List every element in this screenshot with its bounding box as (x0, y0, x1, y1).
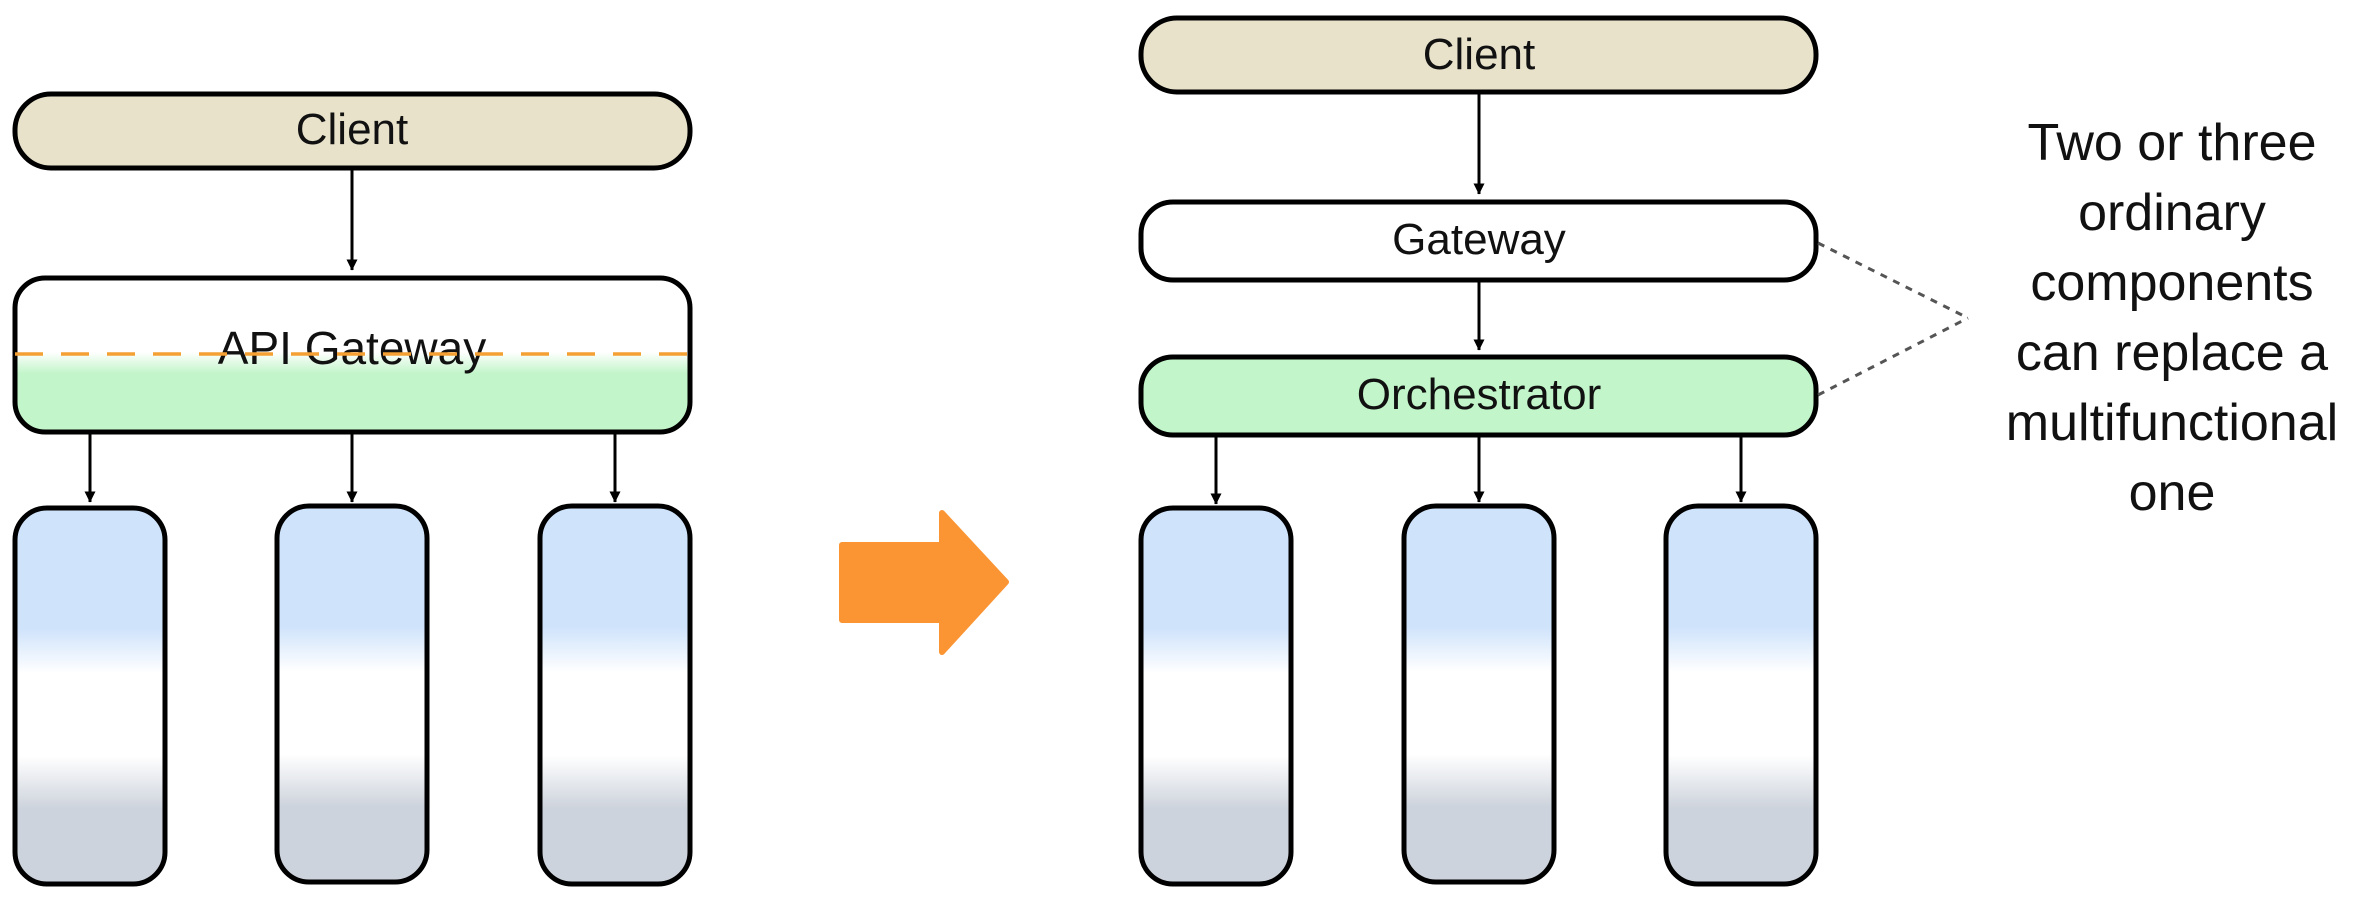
right-architecture: Client Gateway Orchestrator (1138, 15, 1819, 887)
orchestrator-box (1138, 354, 1819, 438)
annotation-pointer-to-gateway (1817, 241, 1969, 320)
left-service-2 (274, 503, 430, 885)
annotation-line-6: one (2129, 464, 2216, 522)
annotation-line-4: can replace a (2016, 324, 2328, 382)
annotation-line-1: Two or three (2027, 114, 2316, 172)
transition-arrow (839, 510, 1009, 655)
left-client-box (12, 91, 693, 171)
left-client-label: Client (296, 105, 409, 154)
gateway-box (1138, 199, 1819, 283)
orchestrator-label: Orchestrator (1357, 370, 1602, 419)
annotation-line-2: ordinary (2078, 184, 2266, 242)
right-client-box (1138, 15, 1819, 95)
left-service-1 (12, 505, 168, 887)
api-gateway-label: API Gateway (218, 322, 486, 374)
left-service-3 (537, 503, 693, 887)
right-service-3 (1663, 503, 1819, 887)
annotation-pointer-to-orchestrator (1817, 316, 1969, 397)
right-service-2 (1401, 503, 1557, 885)
right-service-1 (1138, 505, 1294, 887)
right-client-label: Client (1423, 30, 1536, 79)
left-architecture: Client API Gateway (12, 91, 693, 887)
annotation-line-3: components (2030, 254, 2313, 312)
gateway-label: Gateway (1392, 215, 1566, 264)
annotation: Two or three ordinary components can rep… (1817, 114, 2338, 522)
annotation-line-5: multifunctional (2006, 394, 2338, 452)
